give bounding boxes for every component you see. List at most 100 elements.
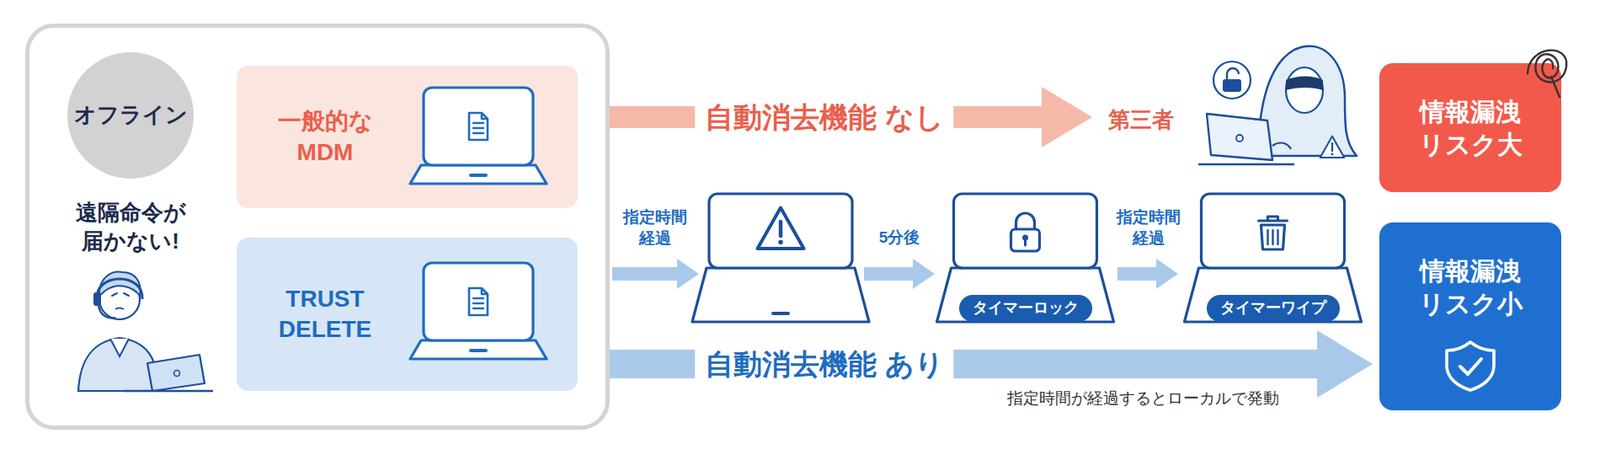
arrow-head: [1156, 258, 1179, 289]
text-slot: 情報漏洩 リスク小: [1403, 245, 1537, 329]
intruder-face: [1285, 67, 1323, 113]
shield-check: [1460, 358, 1482, 374]
flow-arrow-head: [677, 258, 699, 289]
text-slot: 情報漏洩 リスク大: [1403, 63, 1537, 192]
document-outline: [469, 112, 488, 140]
node-illustration: [1379, 63, 1562, 192]
text-slot: タイマーロック: [936, 294, 1115, 322]
laptop-screen: [709, 193, 853, 268]
document-icon: [469, 288, 488, 315]
document-line: [473, 122, 484, 124]
intruder-figure: [1198, 46, 1357, 165]
flow-connector: [1117, 258, 1179, 289]
headset-band: [96, 278, 143, 299]
warning-icon: [1320, 136, 1345, 158]
operator-figure: [78, 272, 214, 391]
laptop-base: [692, 267, 870, 322]
step-label: 指定時間 経過: [616, 207, 694, 249]
laptop-slot: [469, 173, 488, 177]
document-line: [473, 302, 484, 304]
trash-lid: [1258, 216, 1288, 221]
warning-dot: [778, 240, 784, 246]
trust-delete-box: TRUST DELETE: [236, 237, 578, 391]
warning-dot: [1331, 153, 1334, 156]
laptop-screen: [1201, 193, 1345, 268]
text-slot: 第三者: [1098, 103, 1184, 138]
node-label: 第三者: [1108, 106, 1174, 135]
text-slot: 遠隔命令が 届かない!: [59, 196, 202, 259]
node-label: 情報漏洩 リスク大: [1403, 95, 1537, 161]
scribble-mark: [1527, 50, 1567, 97]
node-illustration: [236, 237, 578, 391]
laptop-screen: [423, 262, 534, 341]
flow-arrow: [864, 258, 935, 289]
document-line: [473, 297, 484, 299]
unlock-body: [1222, 79, 1242, 92]
intruder-hand: [1272, 143, 1291, 150]
edge-label: 自動消去機能 なし: [694, 98, 954, 137]
edge-label: 指定時間 経過: [1110, 207, 1187, 249]
label-slot: 指定時間が経過するとローカルで発動: [965, 388, 1320, 410]
label-slot: 5分後: [865, 227, 934, 249]
edge-label: 自動消去機能 あり: [694, 345, 954, 384]
connector-shaft: [1117, 266, 1157, 281]
offline-frame: オフライン一般的な MDM TRUST DELETE 遠隔命令が 届かない!: [25, 23, 610, 430]
timer-lock-laptop: タイマーロック: [936, 192, 1115, 322]
laptop-base: [410, 340, 547, 359]
document-line: [473, 132, 484, 134]
node-label: TRUST DELETE: [254, 283, 396, 346]
laptop-slot: [771, 311, 790, 315]
laptop-base: [410, 165, 547, 184]
warning-triangle: [1320, 136, 1345, 158]
timer-pill: タイマーロック: [959, 294, 1093, 321]
label-slot: 指定時間 経過: [616, 207, 694, 249]
shield-outline: [1446, 341, 1494, 390]
edge-label-slot: 指定時間 経過: [1110, 207, 1187, 249]
operator-collar: [110, 338, 129, 357]
third-party-group: 第三者: [1098, 37, 1369, 173]
flow-arrow-shaft: [612, 266, 678, 281]
note-text: 指定時間が経過するとローカルで発動: [965, 388, 1320, 410]
trash-icon: [1258, 216, 1288, 250]
intruder-hood: [1257, 46, 1357, 156]
padlock-body: [1011, 229, 1040, 251]
flow-connector: [577, 86, 1093, 148]
node-illustration: [236, 65, 578, 208]
warning-icon: [757, 208, 805, 250]
operator-desk: [123, 389, 214, 392]
edge-label-slot: 自動消去機能 あり: [694, 345, 954, 384]
document-line: [473, 307, 484, 310]
flow-arrow: [612, 258, 699, 289]
padlock-keyslot: [1024, 238, 1027, 246]
headset-mic: [98, 305, 116, 318]
intruder-mask: [1285, 76, 1323, 91]
laptop-screen: [954, 193, 1098, 268]
high-risk-box: 情報漏洩 リスク大: [1379, 63, 1562, 192]
flow-arrow-head: [912, 258, 935, 289]
arrow-head: [1041, 86, 1093, 148]
operator-brow: [112, 293, 129, 296]
unlock-bubble: [1213, 61, 1251, 99]
low-risk-box: 情報漏洩 リスク小: [1379, 222, 1562, 411]
mdm-box: 一般的な MDM: [236, 65, 578, 208]
padlock-shackle: [1016, 213, 1035, 230]
laptop-icon: [692, 193, 870, 322]
operator-laptop-logo: [174, 370, 181, 377]
laptop-base: [937, 267, 1115, 322]
node-label: 情報漏洩 リスク小: [1403, 254, 1537, 320]
timer-pill: タイマーワイプ: [1206, 294, 1340, 321]
text-slot: オフライン: [67, 52, 194, 179]
status-circle: オフライン: [67, 52, 194, 179]
trash-rib: [1266, 229, 1269, 245]
step-label: 5分後: [865, 227, 934, 249]
edge-label-slot: 自動消去機能 なし: [694, 98, 954, 137]
node-label: 一般的な MDM: [254, 106, 396, 168]
padlock-icon: [1011, 213, 1040, 251]
operator-laptop: [147, 354, 205, 391]
trash-rib: [1271, 229, 1274, 245]
laptop-icon: [410, 87, 547, 184]
trash-rib: [1276, 229, 1279, 245]
flow-arrow-shaft: [864, 266, 913, 281]
